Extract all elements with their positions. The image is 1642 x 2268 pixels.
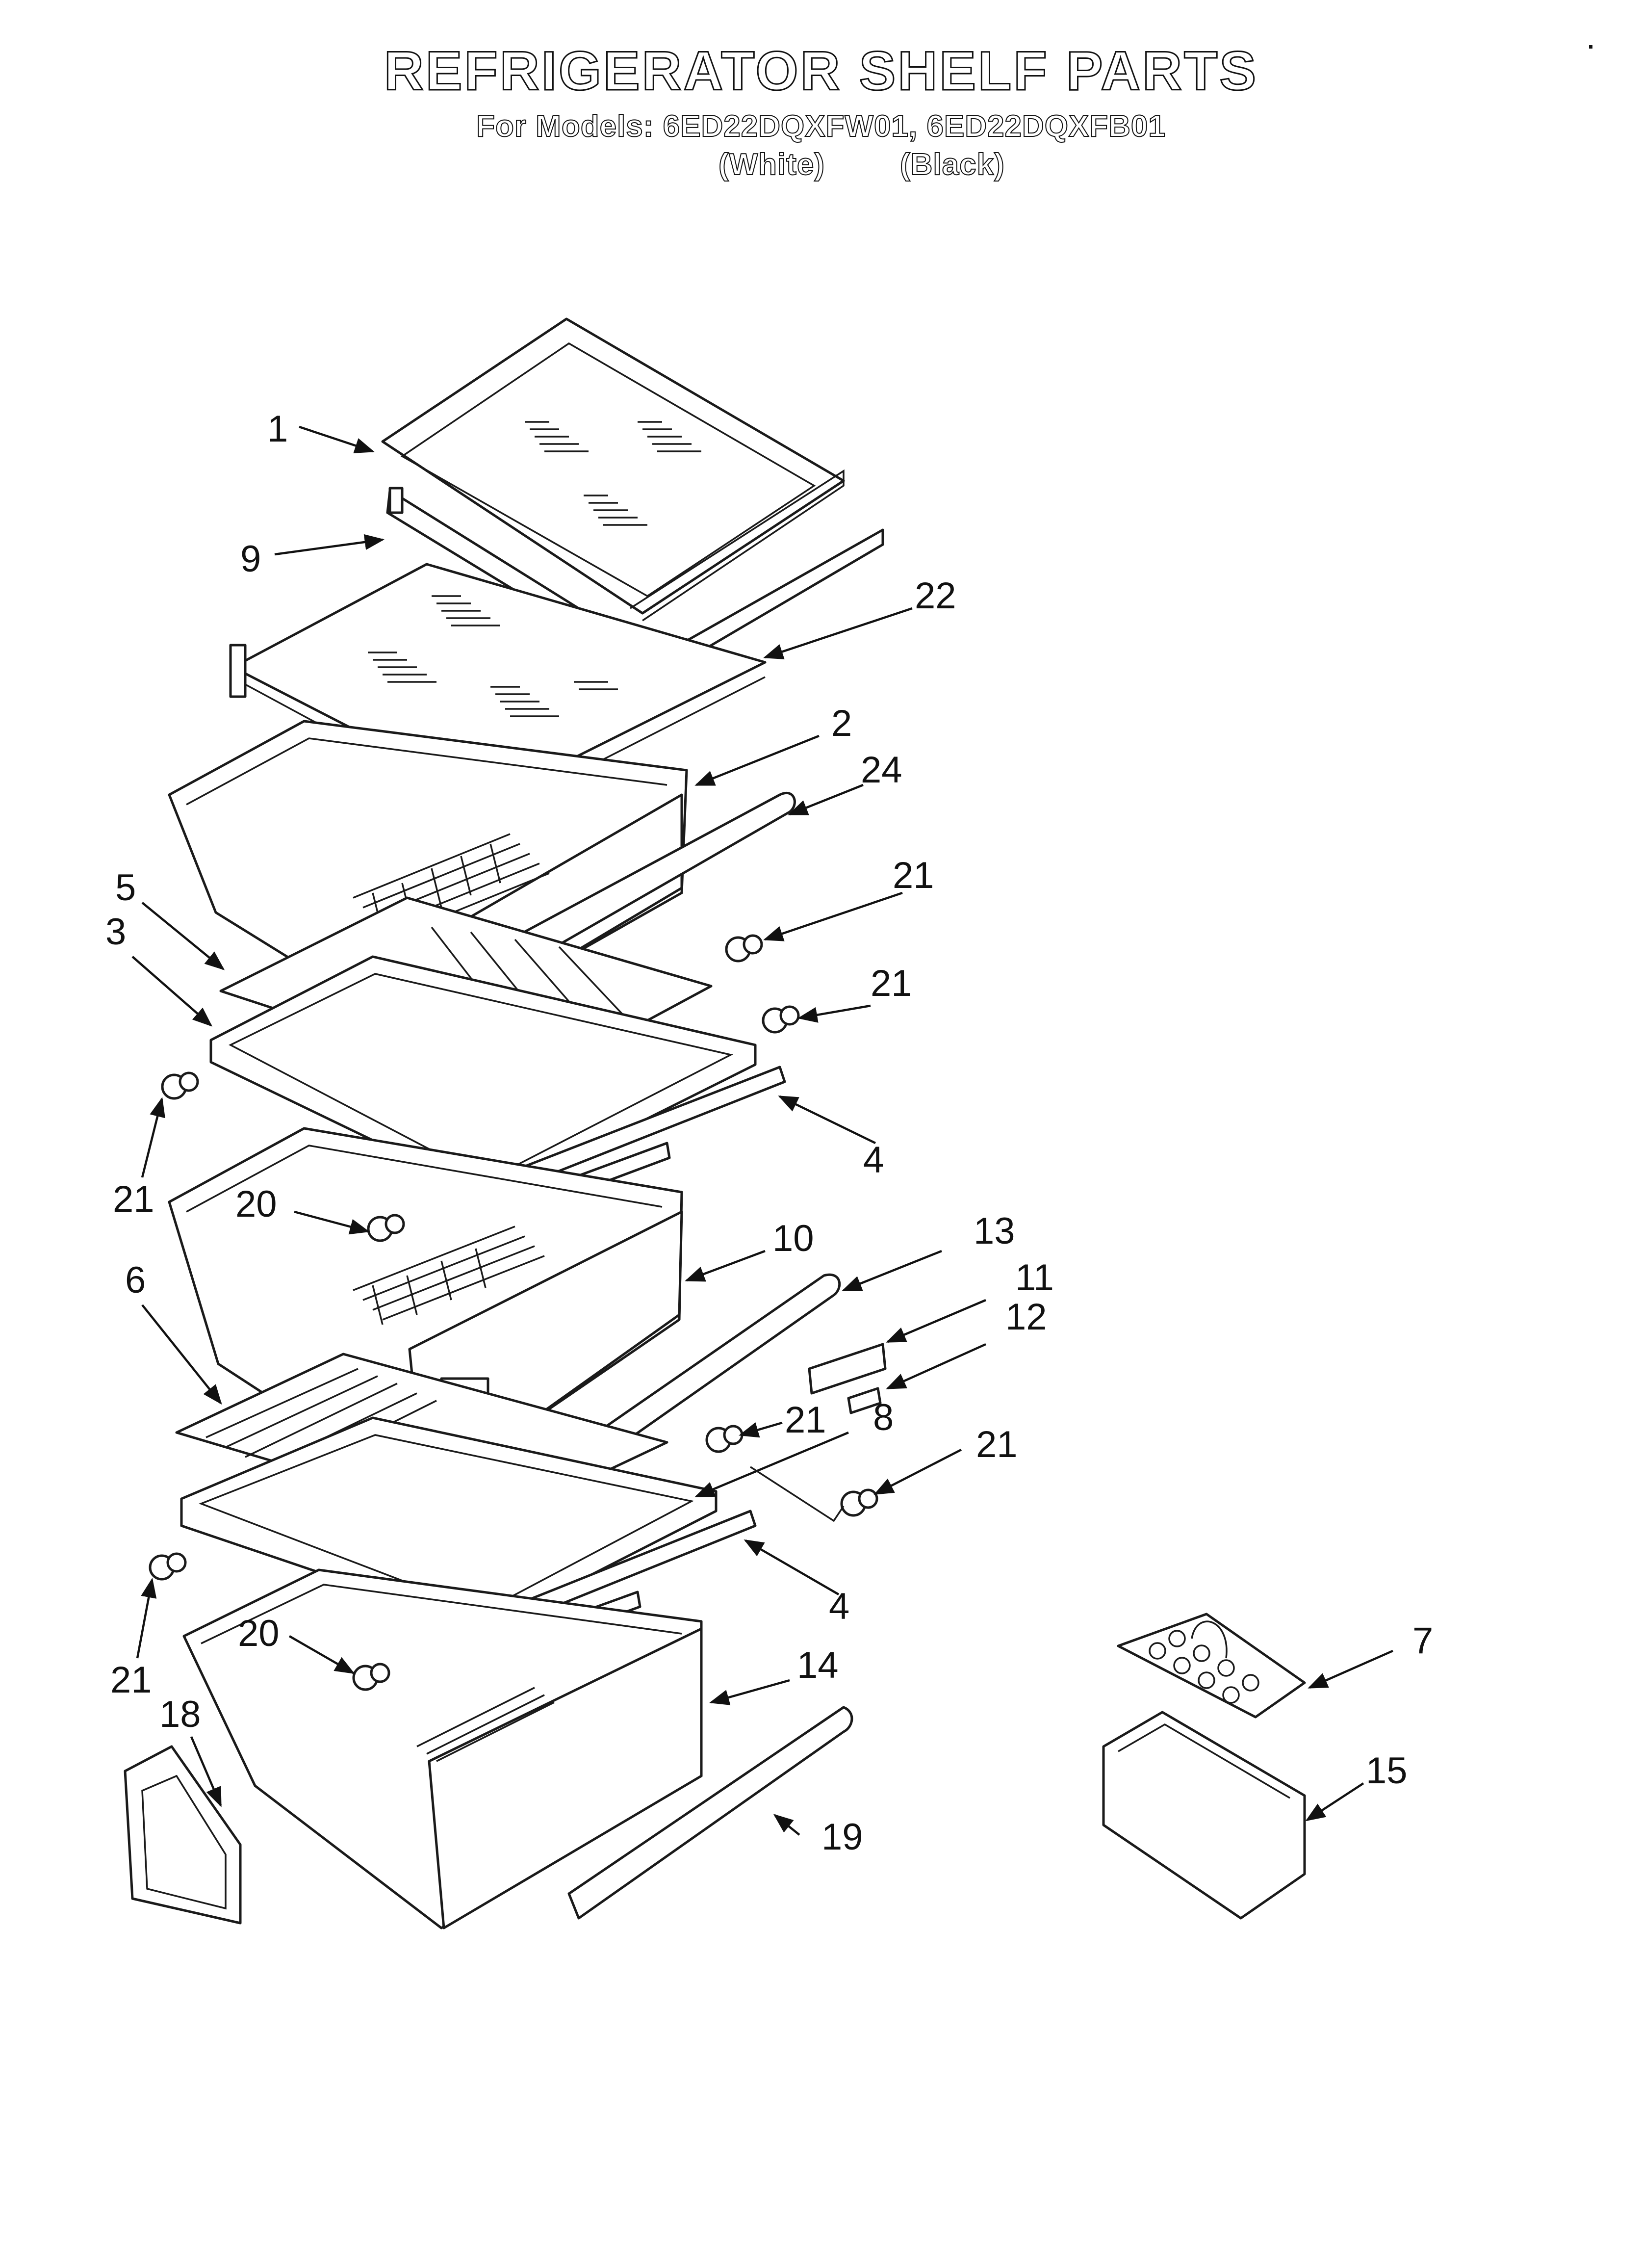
callout-4-upper: 4	[863, 1139, 884, 1181]
part-18-label-card	[124, 1745, 242, 1925]
callout-6: 6	[125, 1259, 146, 1301]
part-15-egg-bin	[1102, 1711, 1306, 1920]
part-12-clip	[847, 1387, 882, 1414]
callout-8: 8	[873, 1397, 894, 1438]
part-14-bottom-drawer	[182, 1568, 703, 1929]
callout-12: 12	[1005, 1296, 1047, 1338]
part-19-drawer-trim	[567, 1706, 853, 1920]
callout-24: 24	[861, 749, 902, 791]
part-21-screw-d	[705, 1425, 744, 1453]
callout-5: 5	[115, 867, 136, 909]
callout-2: 2	[831, 703, 852, 744]
callout-13: 13	[974, 1210, 1015, 1252]
callout-21-c: 21	[113, 1178, 154, 1220]
callout-10: 10	[772, 1218, 814, 1259]
fastener-group	[149, 934, 878, 1691]
callout-14: 14	[797, 1644, 839, 1686]
callout-4-lower: 4	[829, 1586, 849, 1627]
part-8-shelf-frame	[180, 1416, 718, 1630]
part-1-glass-shelf	[381, 317, 845, 622]
callout-15: 15	[1366, 1750, 1408, 1792]
callout-20-a: 20	[235, 1183, 277, 1225]
part-21-screw-e	[840, 1488, 878, 1517]
callout-11: 11	[1015, 1257, 1054, 1299]
callout-19: 19	[821, 1816, 863, 1858]
callout-9: 9	[240, 538, 261, 580]
page-title: REFRIGERATOR SHELF PARTS	[383, 40, 1258, 103]
callout-20-b: 20	[238, 1613, 280, 1654]
part-21-screw-f	[149, 1552, 187, 1581]
part-21-screw-a	[725, 934, 763, 963]
callout-21-a: 21	[893, 855, 934, 896]
leader-lines	[131, 425, 1393, 1836]
callout-21-b: 21	[871, 963, 912, 1004]
callout-21-e: 21	[976, 1424, 1018, 1465]
part-7-egg-tray-lid	[1117, 1613, 1306, 1719]
callout-3: 3	[105, 911, 126, 953]
variant-white: (White)	[718, 147, 825, 182]
callout-18: 18	[159, 1694, 201, 1735]
part-3-shelf-frame	[209, 955, 757, 1199]
part-21-screw-b	[762, 1005, 800, 1034]
variant-black: (Black)	[899, 147, 1005, 182]
part-13-drawer-trim	[567, 1273, 841, 1476]
callout-7: 7	[1412, 1620, 1433, 1662]
part-11-clip	[808, 1343, 887, 1395]
callout-22: 22	[915, 575, 956, 617]
callout-21-d: 21	[785, 1399, 826, 1441]
callout-1: 1	[267, 408, 288, 450]
callout-labels: 1 9 22 2 24 21 5 3 21 4 21 20 10 13 6 11…	[105, 408, 1433, 1858]
callout-21-f: 21	[110, 1659, 152, 1701]
part-20-screw-b	[352, 1663, 390, 1691]
corner-mark	[1589, 45, 1592, 49]
part-21-screw-c	[161, 1071, 199, 1100]
models-line: For Models: 6ED22DQXFW01, 6ED22DQXFB01	[476, 109, 1166, 144]
